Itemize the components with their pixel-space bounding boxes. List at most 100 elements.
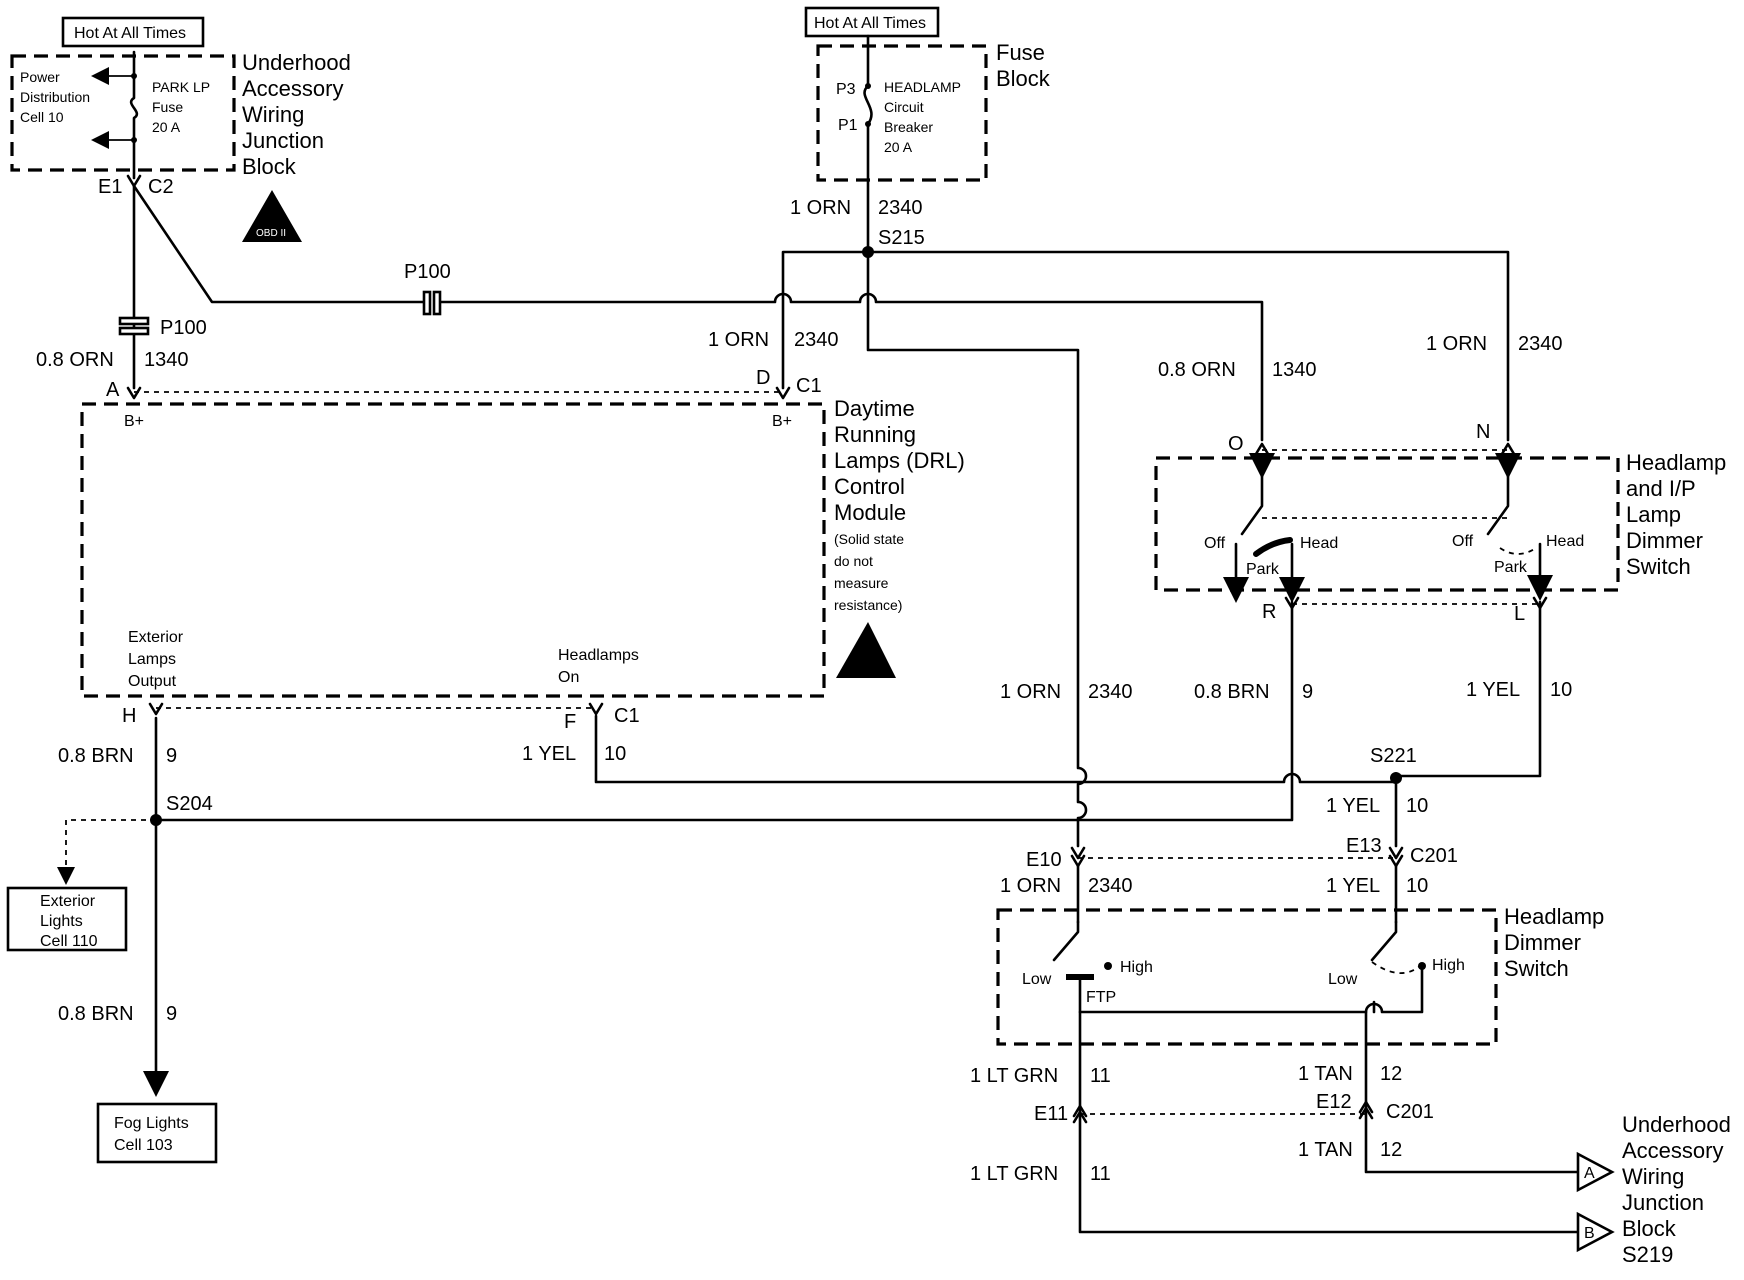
pin-n: N [1476, 421, 1490, 443]
fog-lights-1: Fog Lights [114, 1115, 189, 1132]
wires [57, 184, 1580, 1234]
c201-top-connector: E10 E13 C201 [1026, 835, 1458, 924]
obd-label: OBD II [256, 228, 286, 239]
high-right: High [1432, 957, 1465, 974]
p100-mid-label: P100 [404, 261, 451, 283]
dest-4: Junction [1622, 1190, 1704, 1215]
s221-splice-dot [1390, 772, 1402, 784]
wire-1ltgrn-bot: 1 LT GRN [970, 1163, 1058, 1185]
hds-outline [996, 908, 1498, 1046]
pin-r: R [1262, 601, 1276, 623]
exterior-lights-reference: Exterior Lights Cell 110 [6, 886, 128, 952]
underhood-junction-block: Hot At All Times Power Distribution Cell… [10, 16, 351, 242]
bplus-d: B+ [772, 413, 792, 430]
dest-3: Wiring [1622, 1164, 1684, 1189]
ref-b: B [1584, 1225, 1595, 1242]
circuit-2340-top: 2340 [878, 197, 923, 219]
circuit-11-bot: 11 [1090, 1163, 1111, 1185]
obd-warning-icon: OBD II [242, 190, 302, 242]
cb-label-2: Circuit [884, 99, 924, 115]
esd-warning-icon [836, 622, 896, 678]
park-right: Park [1494, 559, 1528, 576]
c201-bottom-label: C201 [1386, 1101, 1434, 1123]
drl-module: A B+ 1 ORN 2340 D C1 B+ Daytime Running … [80, 329, 965, 733]
pin-o: O [1228, 433, 1244, 455]
hot-label-center-box [804, 6, 940, 38]
dest-1: Underhood [1622, 1112, 1731, 1137]
circuit-9-fog: 9 [166, 1003, 177, 1025]
hip-title-3: Lamp [1626, 502, 1681, 527]
drl-module-outline [80, 402, 826, 698]
splice-s204: S204 [166, 793, 213, 815]
park-left: Park [1246, 561, 1280, 578]
hot-label-left: Hot At All Times [74, 25, 186, 42]
fuse-block: Hot At All Times Fuse Block P3 P1 HEADLA… [790, 6, 1051, 258]
uawjb-title-5: Block [242, 154, 297, 179]
splice-s215: S215 [878, 227, 925, 249]
wire-08orn-o: 0.8 ORN [1158, 359, 1236, 381]
park-lp-fuse-symbol [129, 50, 139, 180]
pin-e11: E11 [1034, 1103, 1068, 1125]
park-lp-label-3: 20 A [152, 119, 181, 135]
pdc-label-3: Cell 10 [20, 109, 64, 125]
wire-1yel-e13: 1 YEL [1326, 875, 1380, 897]
wire-1orn-mid: 1 ORN [1000, 681, 1061, 703]
dest-6: S219 [1622, 1242, 1673, 1267]
drl-note-2: do not [834, 553, 873, 569]
drl-note-3: measure [834, 575, 889, 591]
pin-e10: E10 [1026, 849, 1062, 871]
headlamp-dimmer-switch: Headlamp Dimmer Switch Low High FTP Low … [996, 904, 1604, 1046]
head-left: Head [1300, 535, 1338, 552]
uawjb-title-3: Wiring [242, 102, 304, 127]
circuit-10-s221: 10 [1406, 795, 1428, 817]
fog-lights-2: Cell 103 [114, 1137, 173, 1154]
off-right: Off [1452, 533, 1474, 550]
wire-1yel-s221: 1 YEL [1326, 795, 1380, 817]
hds-title-1: Headlamp [1504, 904, 1604, 929]
pdc-label-2: Distribution [20, 89, 90, 105]
circuit-12-top: 12 [1380, 1063, 1402, 1085]
wire-1ltgrn-top: 1 LT GRN [970, 1065, 1058, 1087]
ext-lights-2: Lights [40, 913, 83, 930]
wire-08brn-r: 0.8 BRN [1194, 681, 1270, 703]
ref-a: A [1584, 1165, 1595, 1182]
hip-title-4: Dimmer [1626, 528, 1703, 553]
wire-1orn-top: 1 ORN [790, 197, 851, 219]
ext-out-label-1: Exterior [128, 629, 184, 646]
wire-1orn-e10: 1 ORN [1000, 875, 1061, 897]
drl-note-1: (Solid state [834, 531, 904, 547]
circuit-9-h: 9 [166, 745, 177, 767]
pin-d: D [756, 367, 770, 389]
pin-l: L [1514, 603, 1525, 625]
hip-title-2: and I/P [1626, 476, 1696, 501]
splice-s221: S221 [1370, 745, 1417, 767]
e1-pin: E1 [98, 176, 122, 198]
ref-b-arrow-icon [1576, 1211, 1615, 1253]
pin-e12: E12 [1316, 1091, 1352, 1113]
wire-1orn-n: 1 ORN [1426, 333, 1487, 355]
c2-connector: C2 [148, 176, 174, 198]
hot-label-left-box [61, 16, 205, 48]
pdc-label-1: Power [20, 69, 60, 85]
hot-label-center: Hot At All Times [814, 15, 926, 32]
hl-on-label-1: Headlamps [558, 647, 639, 664]
circuit-9-r: 9 [1302, 681, 1313, 703]
uawjb-title-4: Junction [242, 128, 324, 153]
low-left: Low [1022, 971, 1052, 988]
uawjb-title-1: Underhood [242, 50, 351, 75]
c201-top-label: C201 [1410, 845, 1458, 867]
wire-1yel-f: 1 YEL [522, 743, 576, 765]
bplus-a: B+ [124, 413, 144, 430]
circuit-2340-d: 2340 [794, 329, 839, 351]
c1-d: C1 [796, 375, 822, 397]
park-lp-label-2: Fuse [152, 99, 183, 115]
circuit-11-top: 11 [1090, 1065, 1111, 1087]
wire-08orn-left: 0.8 ORN [36, 349, 114, 371]
circuit-10-f: 10 [604, 743, 626, 765]
wire-1tan-top: 1 TAN [1298, 1063, 1353, 1085]
c1-f: C1 [614, 705, 640, 727]
head-right: Head [1546, 533, 1584, 550]
wire-08brn-fog: 0.8 BRN [58, 1003, 134, 1025]
ext-out-label-3: Output [128, 673, 177, 690]
